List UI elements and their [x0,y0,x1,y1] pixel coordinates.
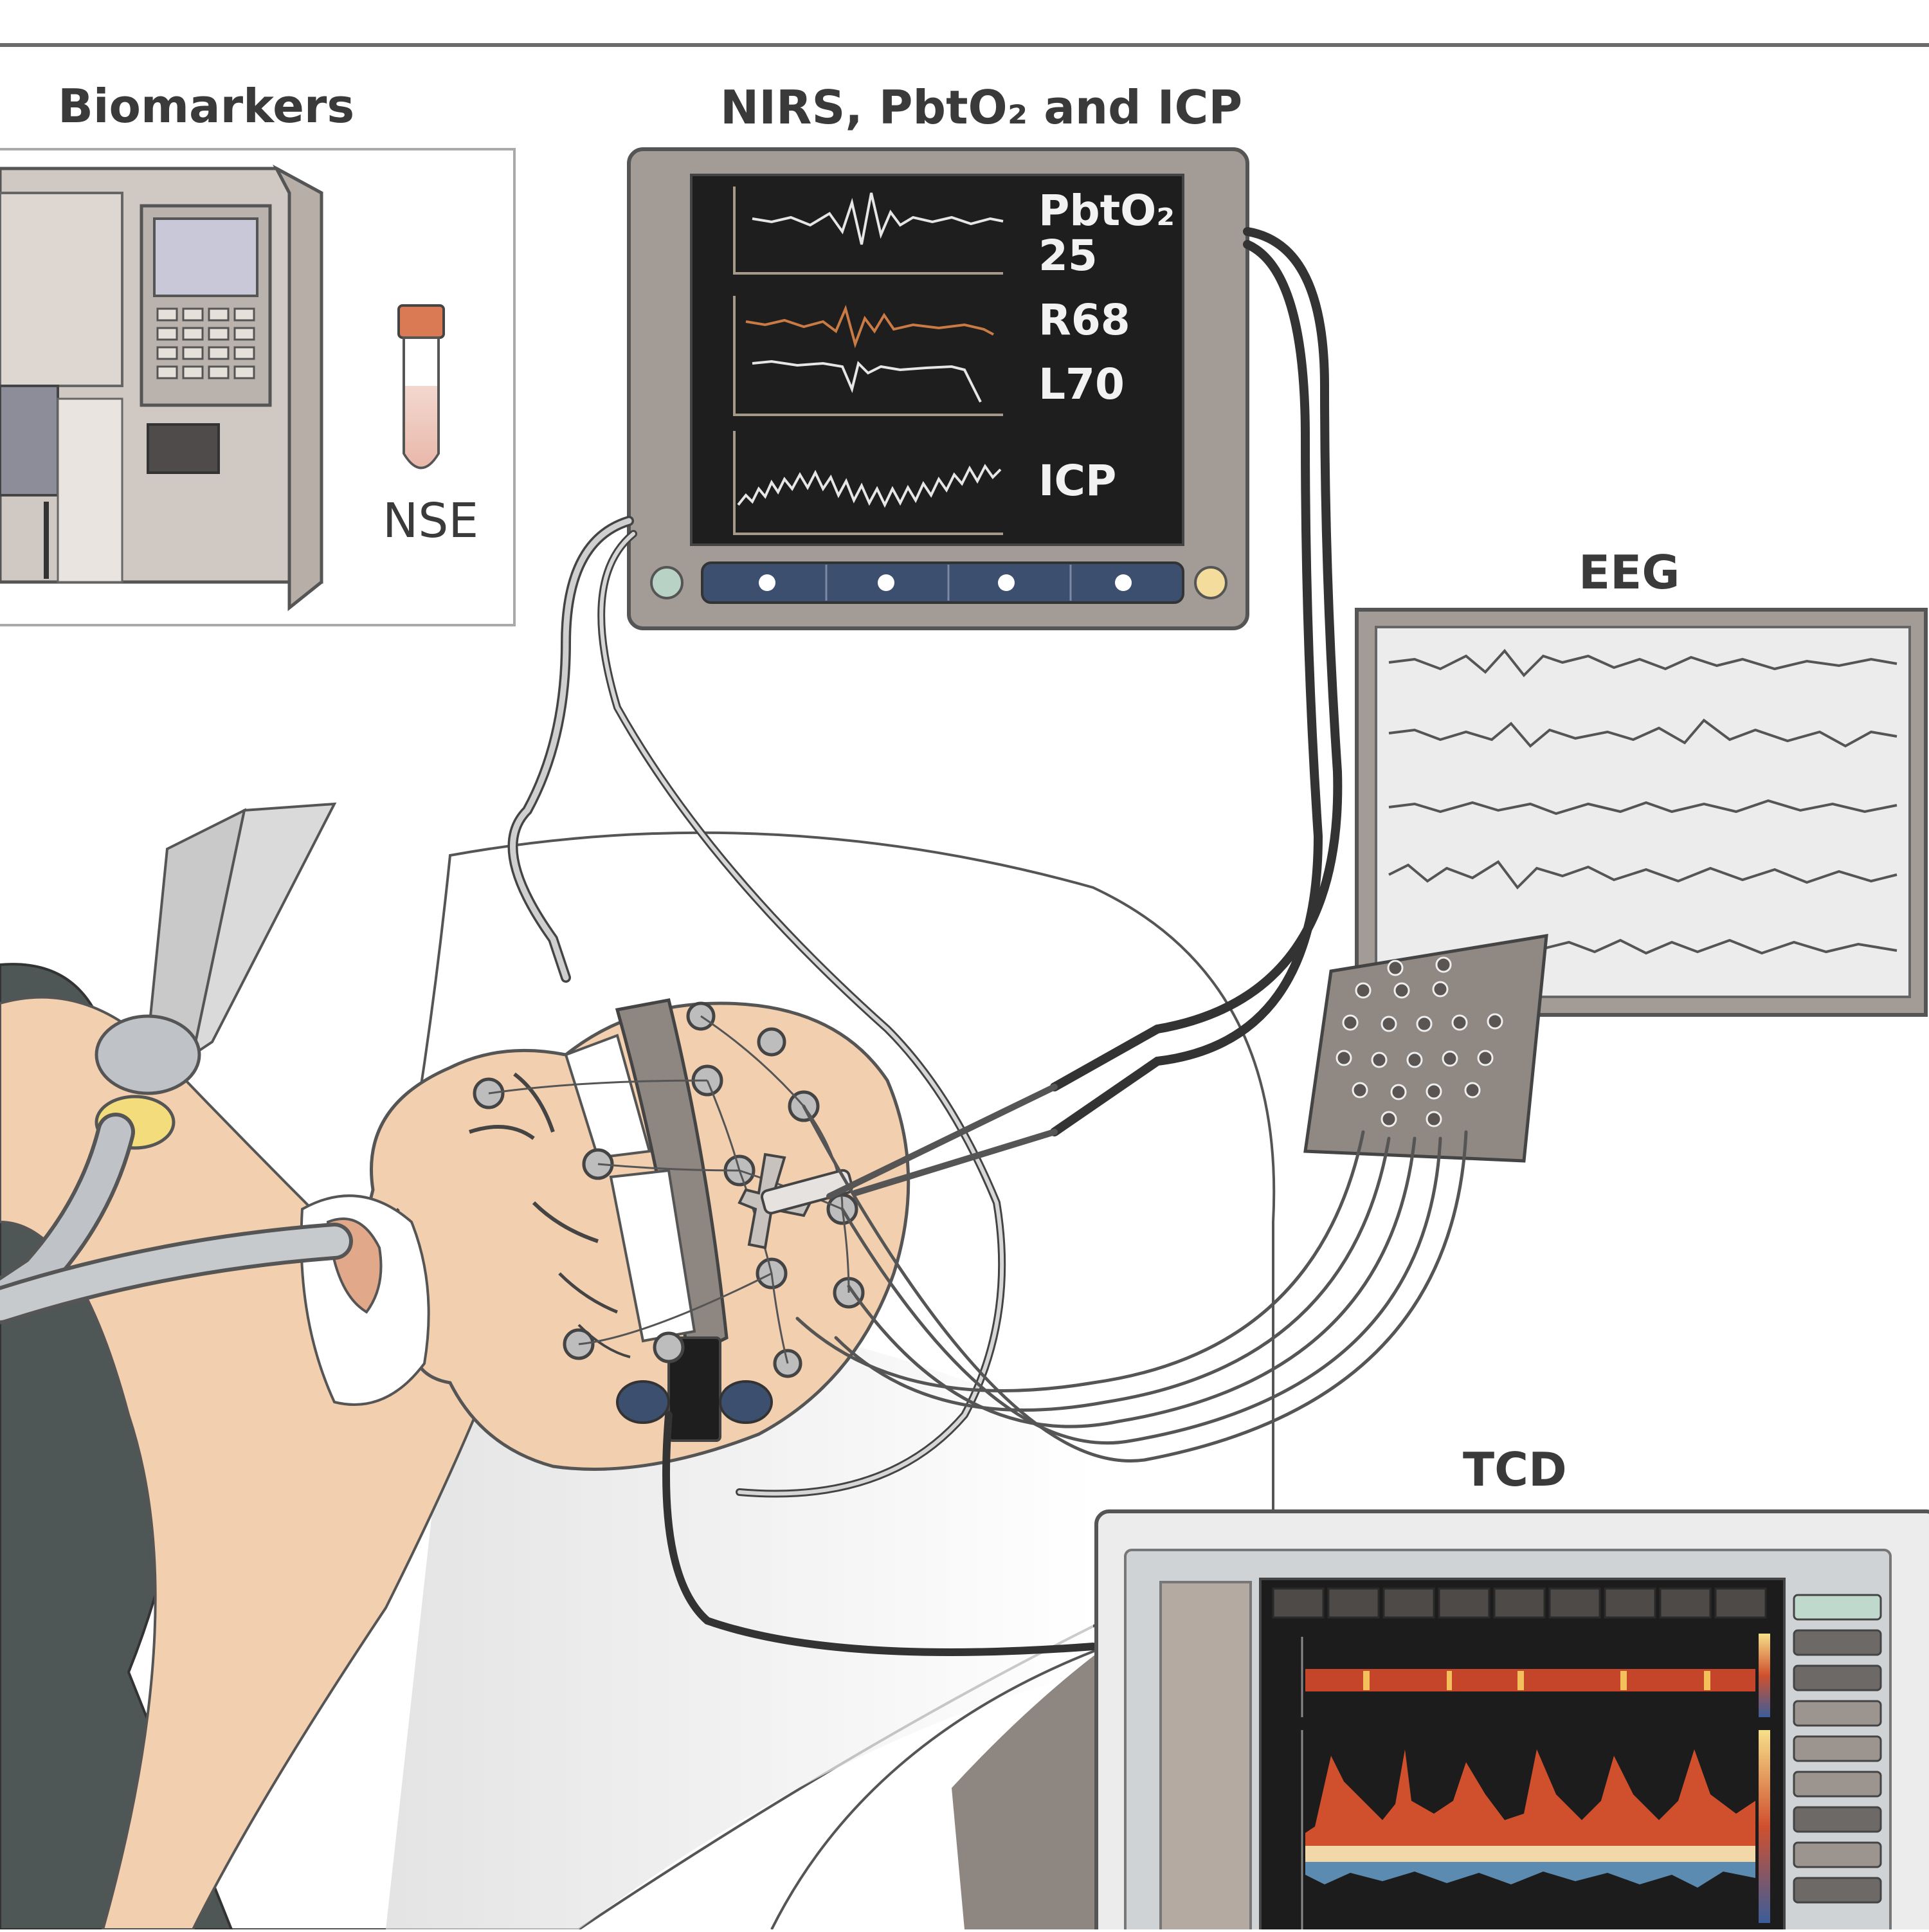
tcd-mmode-band [1305,1669,1755,1691]
blood-analyzer-icon [0,164,323,612]
eeg-monitor [1355,608,1928,1017]
eeg-trace-2 [1388,718,1897,748]
patient-neck [0,996,491,1931]
bed-shadow [386,1317,1093,1929]
eeg-screen [1375,626,1911,998]
test-tube-icon [397,304,445,469]
electrode-junction-box-icon [1303,934,1548,1163]
monitor-button-1[interactable] [759,574,775,591]
tcd-button-column [1793,1594,1882,1904]
bed-rail [952,1646,1106,1929]
tcd-doppler-waveform [1305,1749,1755,1852]
endotracheal-tube [0,802,353,1324]
nirs-title: NIRS, PbtO₂ and ICP [720,80,1242,134]
nse-label: NSE [383,493,478,549]
tcd-side-panel [1159,1581,1252,1932]
eeg-trace-4 [1388,860,1897,890]
monitor-button-3[interactable] [998,574,1015,591]
tcd-monitor [1094,1509,1929,1932]
nirs-right-trace [745,304,994,349]
nirs-right-value: R68 [1038,295,1130,345]
icp-label: ICP [1038,456,1116,506]
biomarkers-panel: NSE [0,148,516,626]
nirs-left-trace [752,360,982,403]
strap-buckle [667,1336,721,1442]
pbto2-label: PbtO₂ [1038,186,1175,235]
nirs-left-value: L70 [1038,360,1125,409]
nirs-sensor-pad [564,1034,651,1160]
eeg-trace-1 [1388,648,1897,678]
monitor-cables [507,227,1468,1656]
monitor-indicator-left [650,566,684,599]
monitor-button-2[interactable] [878,574,894,591]
eeg-title: EEG [1579,545,1680,599]
icp-probe-icon [738,1153,854,1250]
nirs-monitor: PbtO₂ 25 R68 L70 ICP [627,147,1249,630]
monitor-indicator-right [1194,566,1227,599]
eeg-trace-5 [1543,938,1897,955]
tcd-title: TCD [1463,1443,1567,1497]
head-strap [615,998,729,1360]
monitor-button-4[interactable] [1115,574,1132,591]
monitor-button-bar [701,561,1184,604]
pbto2-trace [752,192,1004,245]
tcd-tabs [1272,1587,1767,1619]
eeg-trace-3 [1388,799,1897,816]
icp-trace [737,464,1002,508]
biomarkers-title: Biomarkers [58,79,354,133]
pbto2-value: 25 [1038,231,1098,280]
tcd-reverse-flow [1305,1862,1755,1888]
